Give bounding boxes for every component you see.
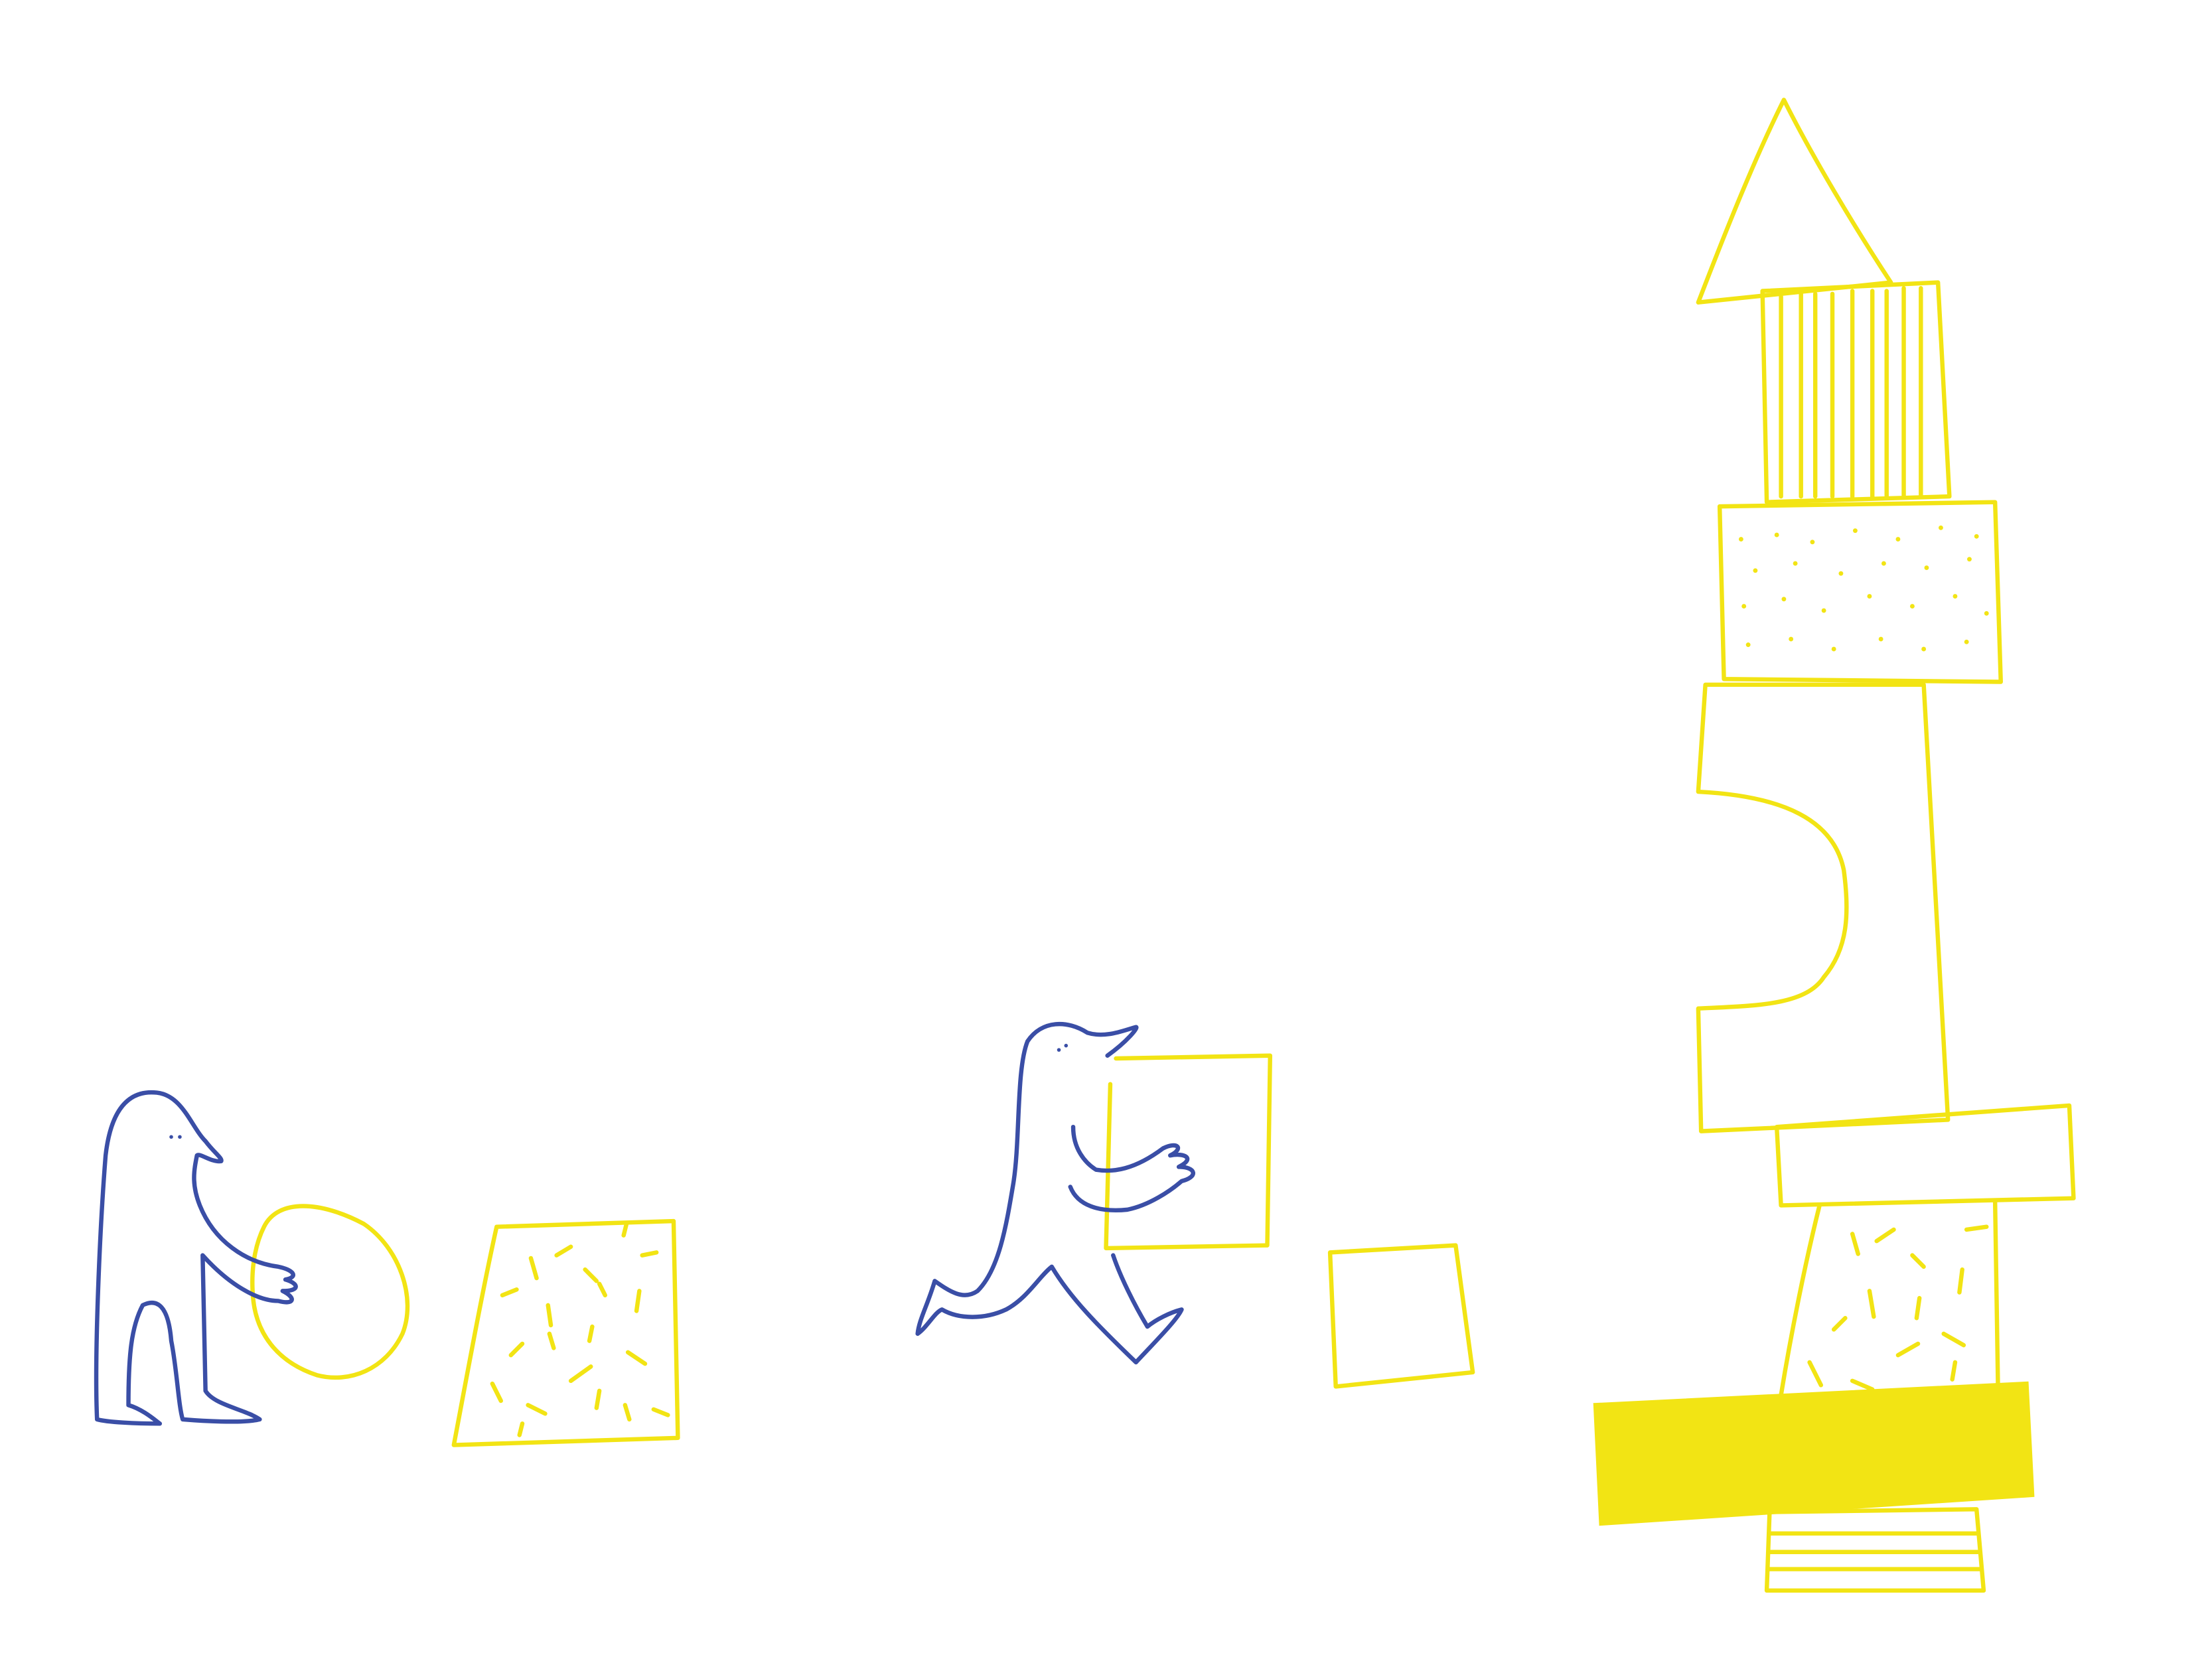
tower-roof xyxy=(1696,98,1893,305)
tower-lined-foot xyxy=(1764,1507,1986,1593)
small-block xyxy=(1327,1243,1475,1389)
walking-figure-with-block xyxy=(915,1021,1273,1365)
tower-striped-block xyxy=(1760,280,1952,504)
tower-confetti-pillar xyxy=(1779,1198,2000,1398)
figure-with-ball xyxy=(94,1090,410,1426)
figure-middle-body xyxy=(915,1021,1195,1365)
confetti-block xyxy=(451,1218,680,1447)
tower-dots xyxy=(1738,525,1989,652)
figure-middle-eye xyxy=(1064,1043,1069,1048)
block-tower xyxy=(1593,98,2076,1593)
figure-left-body xyxy=(94,1090,298,1426)
ball xyxy=(250,1204,410,1380)
figure-left-eye xyxy=(178,1135,182,1139)
figure-middle-eye xyxy=(1057,1048,1061,1052)
carried-block xyxy=(1104,1053,1273,1251)
figure-left-eye xyxy=(169,1135,173,1139)
tower-arch-block xyxy=(1696,682,1951,1133)
tower-plank xyxy=(1774,1103,2076,1208)
tower-dotted-block xyxy=(1717,500,2003,684)
tower-solid-base xyxy=(1593,1381,2035,1526)
